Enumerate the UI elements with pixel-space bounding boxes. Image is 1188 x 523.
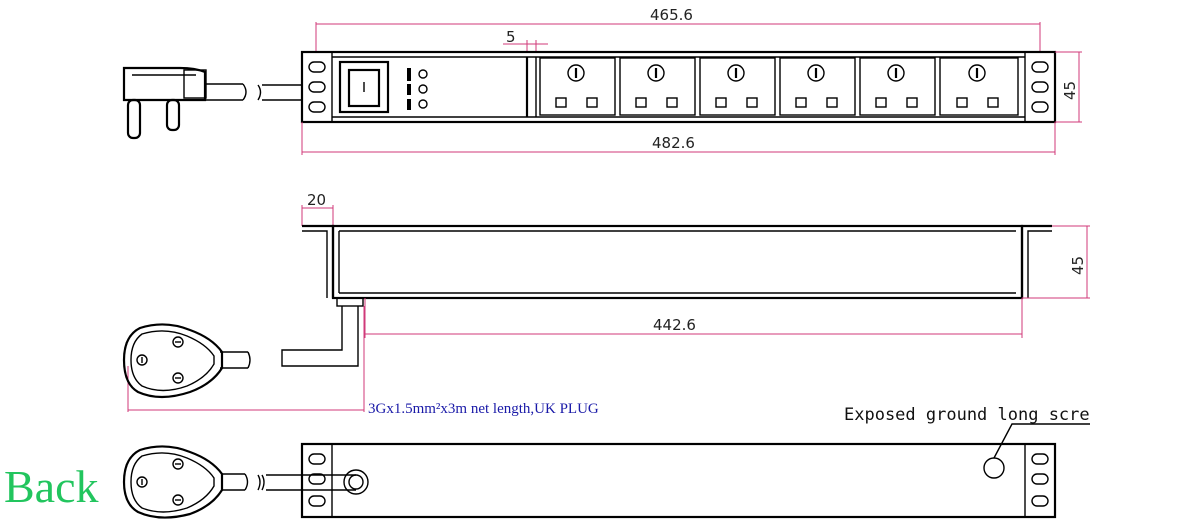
left-bracket [302,224,335,298]
front-view: 465.6 5 [122,6,1082,155]
dim-inner-width: 465.6 [315,6,1041,52]
dim-front-height-label: 45 [1061,81,1079,100]
uk-socket-5 [859,57,936,116]
dim-side-height: 45 [1022,225,1090,299]
uk-socket-1 [539,57,616,116]
dim-socket-gap-label: 5 [506,28,516,46]
uk-socket-3 [699,57,776,116]
right-bracket [1020,224,1052,298]
uk-socket-4 [779,57,856,116]
back-left-mount-holes [308,453,326,507]
dim-overall-width-label: 482.6 [652,134,695,152]
ground-leader-line [993,423,1090,459]
back-label: Back [4,461,99,512]
ground-screw [983,457,1005,479]
sockets [539,57,1019,116]
uk-socket-2 [619,57,696,116]
uk-plug-front-icon [122,323,251,399]
back-right-mount-holes [1031,453,1049,507]
dim-front-height: 45 [1055,51,1082,123]
indicator-lights [407,68,428,110]
uk-plug-side-icon [122,66,207,140]
power-switch [338,60,390,114]
front-cable [205,83,302,101]
dim-socket-gap: 5 [503,28,548,52]
dim-inner-width-label: 465.6 [650,6,693,24]
back-view: Back [4,405,1090,519]
dim-bracket-depth: 20 [301,191,334,226]
ground-screw-note: Exposed ground long scre [844,405,1090,425]
uk-socket-6 [939,57,1019,116]
dim-body-length-label: 442.6 [653,316,696,334]
right-mount-holes [1031,61,1049,113]
back-panel [300,442,1057,519]
side-cable [281,297,364,367]
cable-spec-note: 3Gx1.5mm²x3m net length,UK PLUG [368,401,599,417]
side-view: 20 45 442.6 3Gx1.5 [122,191,1090,417]
side-body [331,224,1024,300]
dim-body-length: 442.6 [364,298,1023,338]
dim-overall-width: 482.6 [301,122,1056,155]
dim-cable-length [127,306,365,412]
uk-plug-back-icon [122,445,261,519]
dim-bracket-depth-label: 20 [307,191,326,209]
left-mount-holes [308,61,326,113]
front-panel [300,50,1057,124]
dim-side-height-label: 45 [1069,256,1087,275]
